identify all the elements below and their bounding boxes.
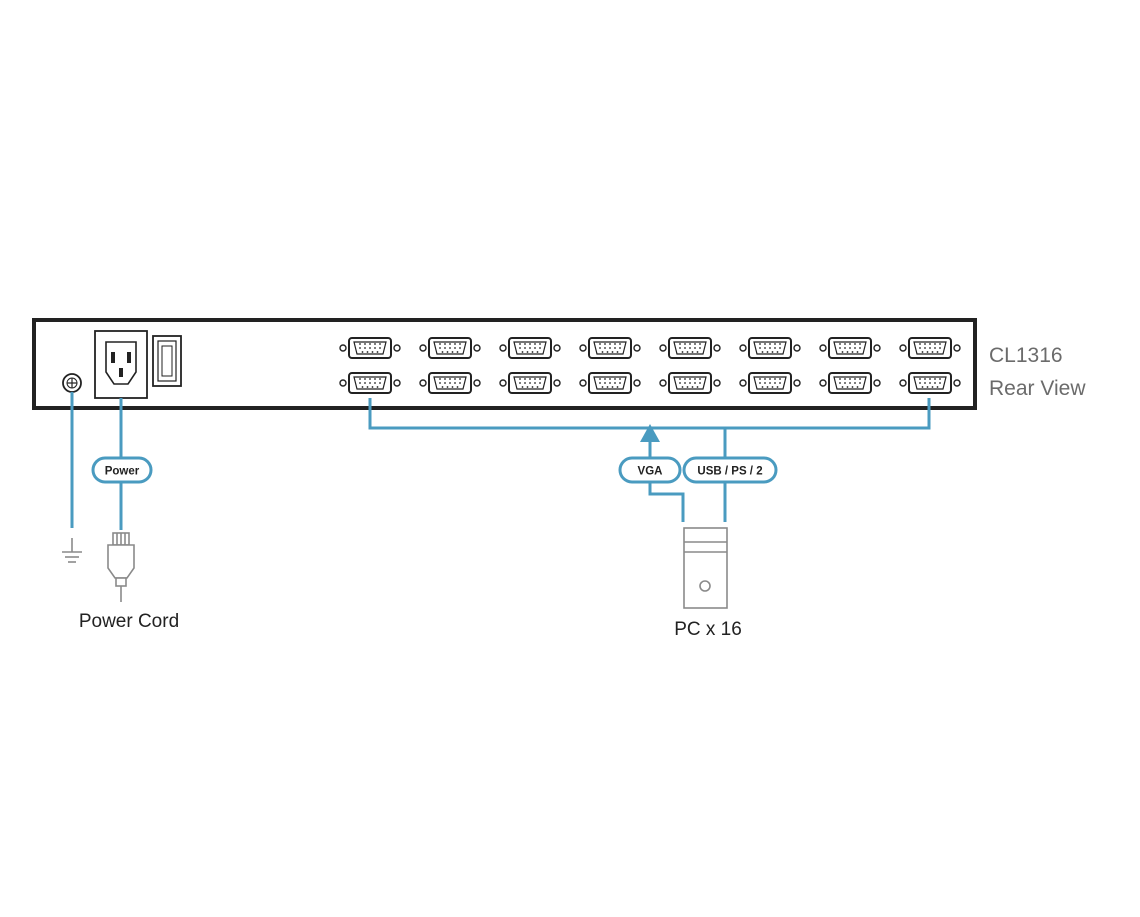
vga-port-icon	[579, 337, 641, 359]
device-view-label: Rear View	[989, 377, 1086, 400]
power-switch-icon	[152, 335, 182, 387]
power-label-text: Power	[105, 466, 140, 478]
power-socket-icon	[94, 330, 148, 399]
vga-label: VGA	[618, 456, 682, 484]
pc-tower-icon	[683, 527, 728, 609]
device-model-label: CL1316	[989, 344, 1063, 367]
pc-caption: PC x 16	[674, 619, 742, 640]
vga-port-icon	[819, 372, 881, 394]
kvm-port-array	[339, 337, 961, 394]
vga-port-icon	[659, 372, 721, 394]
vga-port-icon	[419, 337, 481, 359]
vga-port-icon	[899, 372, 961, 394]
vga-port-icon	[899, 337, 961, 359]
vga-label-text: VGA	[638, 466, 663, 478]
ground-symbol-icon	[62, 538, 82, 563]
usb-ps2-label-text: USB / PS / 2	[697, 466, 762, 478]
vga-port-icon	[339, 337, 401, 359]
vga-port-icon	[819, 337, 881, 359]
vga-port-icon	[739, 372, 801, 394]
vga-port-icon	[659, 337, 721, 359]
rear-panel	[32, 318, 977, 410]
vga-port-icon	[419, 372, 481, 394]
vga-port-icon	[499, 372, 561, 394]
ground-screw-icon	[62, 373, 82, 393]
vga-port-icon	[579, 372, 641, 394]
power-plug-icon	[107, 532, 135, 602]
vga-port-icon	[499, 337, 561, 359]
power-cord-caption: Power Cord	[79, 611, 179, 632]
vga-port-icon	[739, 337, 801, 359]
power-label: Power	[91, 456, 153, 484]
arrow-up-icon	[640, 424, 660, 442]
usb-ps2-label: USB / PS / 2	[682, 456, 778, 484]
vga-port-icon	[339, 372, 401, 394]
cable-lines	[70, 392, 931, 530]
